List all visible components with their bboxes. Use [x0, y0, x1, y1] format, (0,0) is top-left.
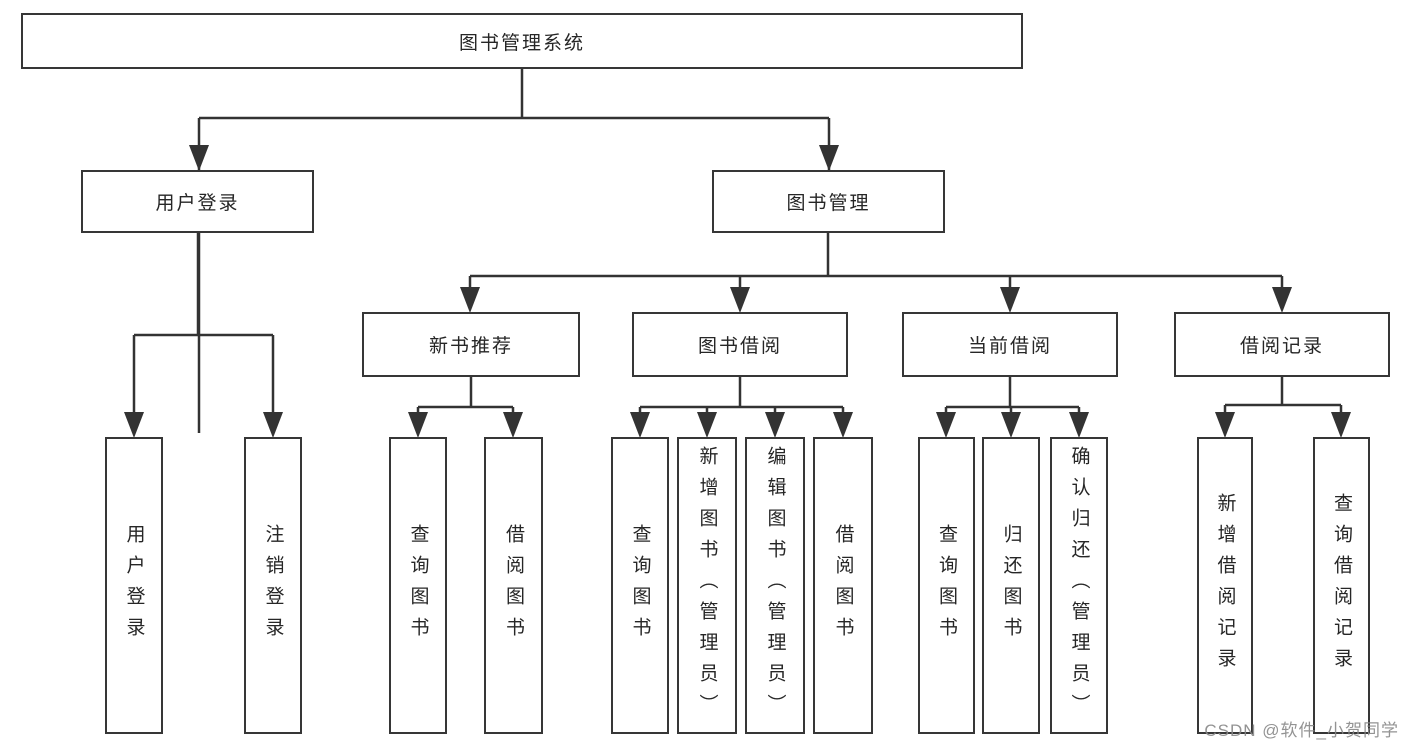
connector-borrow-record — [1223, 377, 1343, 433]
leaf-label: 归还图书 — [1000, 523, 1022, 648]
leaf-label: 查询借阅记录 — [1331, 492, 1352, 679]
leaf-return-book: 归还图书 — [982, 437, 1040, 734]
leaf-label: 查询图书 — [936, 523, 957, 648]
arrow-leaf-edit-book — [765, 412, 785, 438]
arrow-leaf-borrow-book-1 — [503, 412, 523, 438]
arrow-leaf-query-record — [1331, 412, 1351, 438]
leaf-query-book-3: 查询图书 — [918, 437, 975, 734]
node-borrow-record: 借阅记录 — [1174, 312, 1390, 377]
arrow-leaf-query-book-1 — [408, 412, 428, 438]
connector-user-login — [132, 233, 275, 433]
connector-lines — [132, 69, 1343, 433]
arrow-leaf-add-book — [697, 412, 717, 438]
leaf-user-login: 用户登录 — [105, 437, 163, 734]
arrow-leaf-return-book — [1001, 412, 1021, 438]
arrow-leaf-query-book-2 — [630, 412, 650, 438]
leaf-logout: 注销登录 — [244, 437, 302, 734]
leaf-add-borrow-record: 新增借阅记录 — [1197, 437, 1253, 734]
node-user-login: 用户登录 — [81, 170, 314, 233]
leaf-label: 确认归还（管理员） — [1068, 446, 1090, 725]
node-new-book-rec: 新书推荐 — [362, 312, 580, 377]
leaf-add-book: 新增图书（管理员） — [677, 437, 737, 734]
arrow-user-login-box — [189, 145, 209, 171]
connector-new-book — [416, 377, 515, 433]
leaf-label: 查询图书 — [407, 523, 429, 648]
node-book-mgmt: 图书管理 — [712, 170, 945, 233]
arrow-leaf-confirm-return — [1069, 412, 1089, 438]
arrow-leaf-query-book-3 — [936, 412, 956, 438]
leaf-query-book-1: 查询图书 — [389, 437, 447, 734]
node-current-borrow: 当前借阅 — [902, 312, 1118, 377]
leaf-query-borrow-record: 查询借阅记录 — [1313, 437, 1370, 734]
connector-root — [197, 69, 831, 433]
connector-book-mgmt — [468, 233, 1284, 308]
arrow-leaf-borrow-book-2 — [833, 412, 853, 438]
arrow-book-borrow-box — [730, 287, 750, 313]
leaf-label: 新增图书（管理员） — [696, 446, 718, 725]
leaf-confirm-return: 确认归还（管理员） — [1050, 437, 1108, 734]
arrow-new-book-box — [460, 287, 480, 313]
arrowheads — [124, 145, 1351, 438]
leaf-label: 新增借阅记录 — [1214, 492, 1236, 679]
leaf-borrow-book-1: 借阅图书 — [484, 437, 543, 734]
leaf-query-book-2: 查询图书 — [611, 437, 669, 734]
leaf-label: 注销登录 — [262, 523, 284, 648]
arrow-leaf-add-record — [1215, 412, 1235, 438]
connector-book-borrow — [638, 377, 845, 433]
leaf-label: 借阅图书 — [832, 523, 854, 648]
arrow-book-mgmt-box — [819, 145, 839, 171]
leaf-label: 借阅图书 — [503, 523, 524, 648]
node-root: 图书管理系统 — [21, 13, 1023, 69]
leaf-borrow-book-2: 借阅图书 — [813, 437, 873, 734]
leaf-edit-book: 编辑图书（管理员） — [745, 437, 805, 734]
csdn-watermark: CSDN @软件_小贺同学 — [1204, 721, 1399, 740]
arrow-borrow-record-box — [1272, 287, 1292, 313]
leaf-label: 用户登录 — [123, 523, 145, 648]
arrow-leaf-user-login — [124, 412, 144, 438]
arrow-current-borrow-box — [1000, 287, 1020, 313]
node-book-borrow: 图书借阅 — [632, 312, 848, 377]
leaf-label: 编辑图书（管理员） — [764, 446, 786, 725]
leaf-label: 查询图书 — [629, 523, 651, 648]
arrow-leaf-logout — [263, 412, 283, 438]
